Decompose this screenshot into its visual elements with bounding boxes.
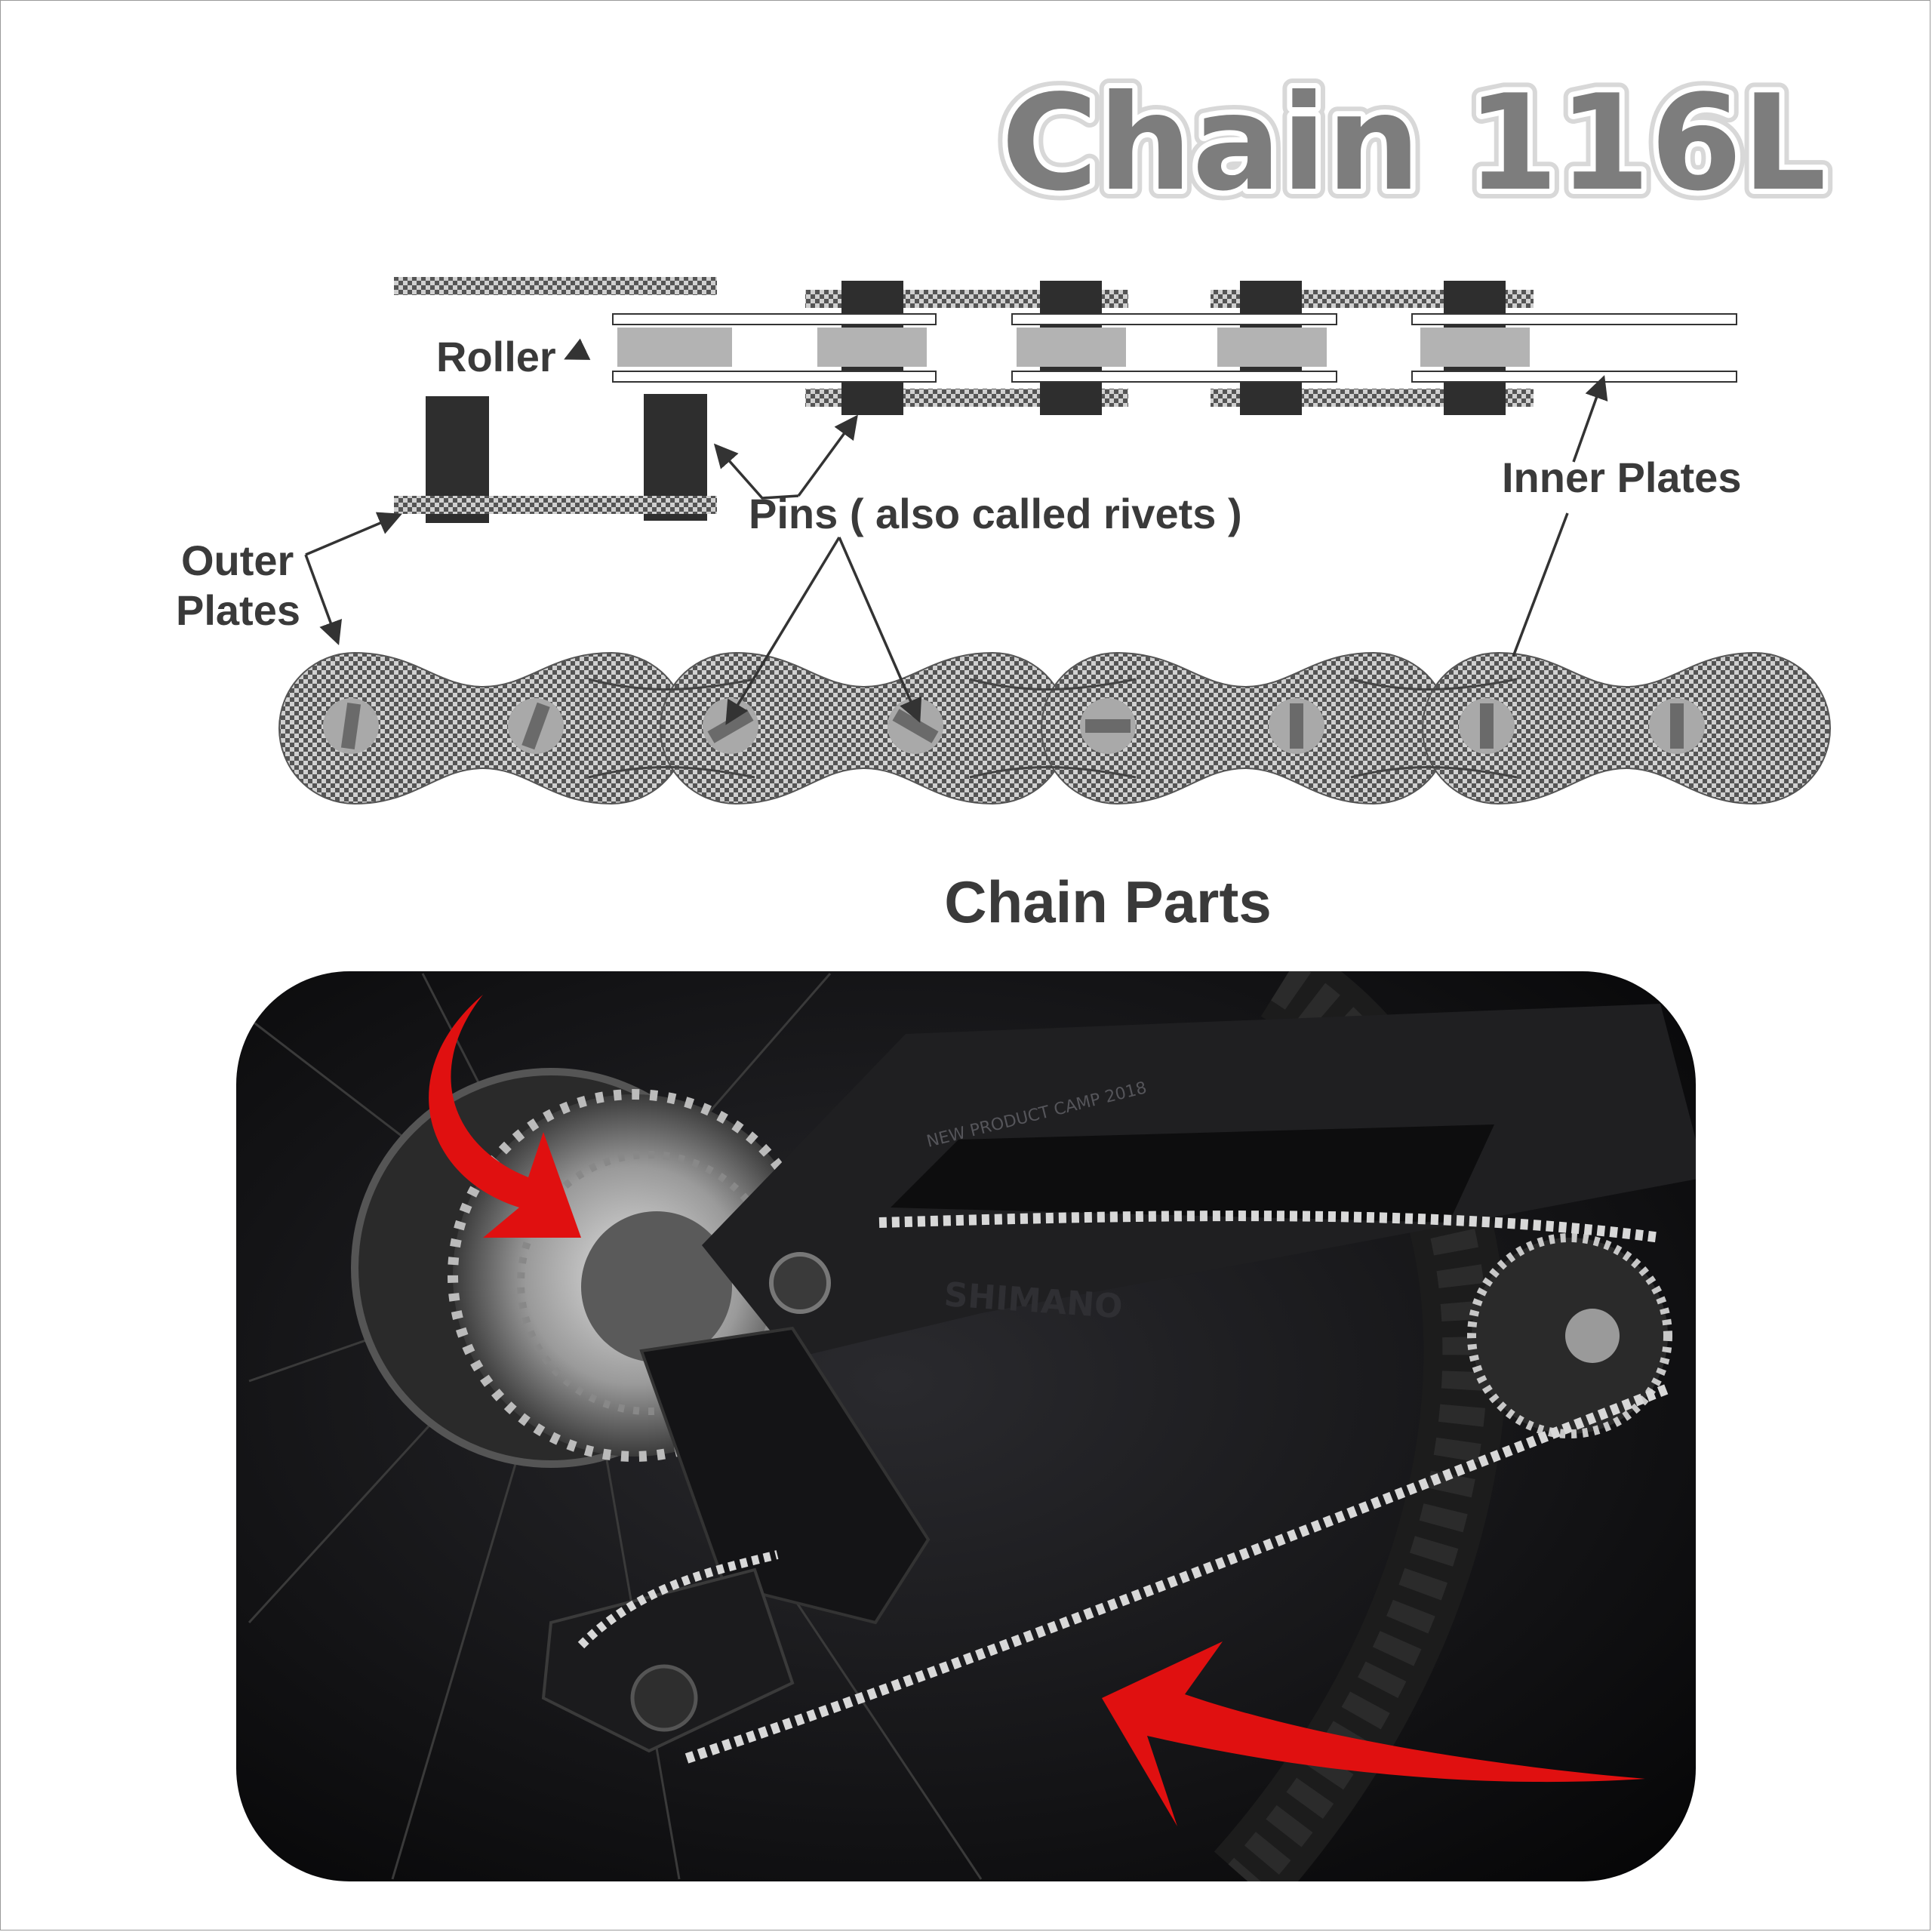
roller <box>1420 328 1530 367</box>
pins-arrow-down-left <box>725 537 841 725</box>
title-text: Chain 116L <box>1001 67 1826 220</box>
roller <box>617 328 732 367</box>
crank-spindle <box>1565 1309 1620 1363</box>
side-chain <box>278 651 1831 805</box>
leader-arrows <box>304 338 1608 725</box>
jockey-wheel <box>630 1664 698 1732</box>
pin-heads <box>323 698 1705 754</box>
inner-plate-bottom <box>612 371 937 383</box>
chain-top-run <box>878 1211 1661 1243</box>
pins-label: Pins ( also called rivets ) <box>749 490 1242 537</box>
inner-link-edge <box>1350 766 1518 779</box>
derailleur-cage <box>541 1567 795 1753</box>
roller <box>1017 328 1126 367</box>
outer-plates-label-line1: Outer <box>181 537 294 584</box>
pins-arrow-top <box>797 414 858 497</box>
inner-plate-top <box>612 313 937 325</box>
chain-link <box>1041 651 1450 805</box>
chain-link <box>660 651 1069 805</box>
pin-slot <box>340 703 361 749</box>
inner-link-edge <box>588 766 755 779</box>
inner-link-edge <box>969 678 1137 691</box>
chain-link <box>1422 651 1831 805</box>
inner-plates-leader <box>1512 512 1569 657</box>
inner-link-edge <box>1350 678 1518 691</box>
pin-slot <box>1085 719 1131 733</box>
frame-cutout <box>891 1124 1494 1223</box>
roller <box>1217 328 1327 367</box>
title-outline: Chain 116L <box>1001 67 1826 220</box>
outer-plates-label-line2: Plates <box>176 586 300 634</box>
outer-plate-separated-top <box>394 277 717 295</box>
chain-bottom-run <box>685 1383 1670 1764</box>
title: Chain 116L Chain 116L Chain 116L <box>992 57 1836 230</box>
roller-arrow <box>564 338 591 360</box>
inner-plate-bottom <box>1411 371 1737 383</box>
inner-link-edge <box>588 678 755 691</box>
cassette-hub <box>581 1211 732 1362</box>
inner-plates-arrow <box>1572 375 1608 463</box>
chain-link <box>278 651 688 805</box>
red-arrow-chain <box>1102 1641 1645 1826</box>
pin-slot <box>1670 703 1684 749</box>
inner-plate-top <box>1411 313 1737 325</box>
exploded-chain <box>394 277 1737 523</box>
pin-slot <box>1290 703 1303 749</box>
roller <box>817 328 927 367</box>
pin-slot <box>521 702 550 750</box>
inner-plates-label: Inner Plates <box>1502 454 1741 501</box>
outer-plate-separated-bottom <box>394 496 717 514</box>
roller-label: Roller <box>436 333 556 380</box>
chain-cage-run <box>577 1550 779 1649</box>
axle-bolt <box>769 1252 831 1314</box>
chain-parts-caption: Chain Parts <box>944 869 1271 935</box>
red-arrow-cassette <box>429 995 581 1238</box>
title-shadow: Chain 116L <box>1001 67 1826 220</box>
inner-plate-bottom <box>1011 371 1337 383</box>
pins-arrow-down-right <box>838 537 922 723</box>
outer-plates-arrow-up <box>305 512 402 556</box>
pins-arrow-left <box>713 443 799 500</box>
rear-derailleur <box>639 1326 931 1625</box>
inner-link-edge <box>969 766 1137 779</box>
bike-photo: SHIMANO NEW PRODUCT CAMP 2018 <box>236 971 1696 1881</box>
pin-slot <box>1480 703 1494 749</box>
outer-plates-arrow-down <box>304 554 343 645</box>
inner-plate-top <box>1011 313 1337 325</box>
